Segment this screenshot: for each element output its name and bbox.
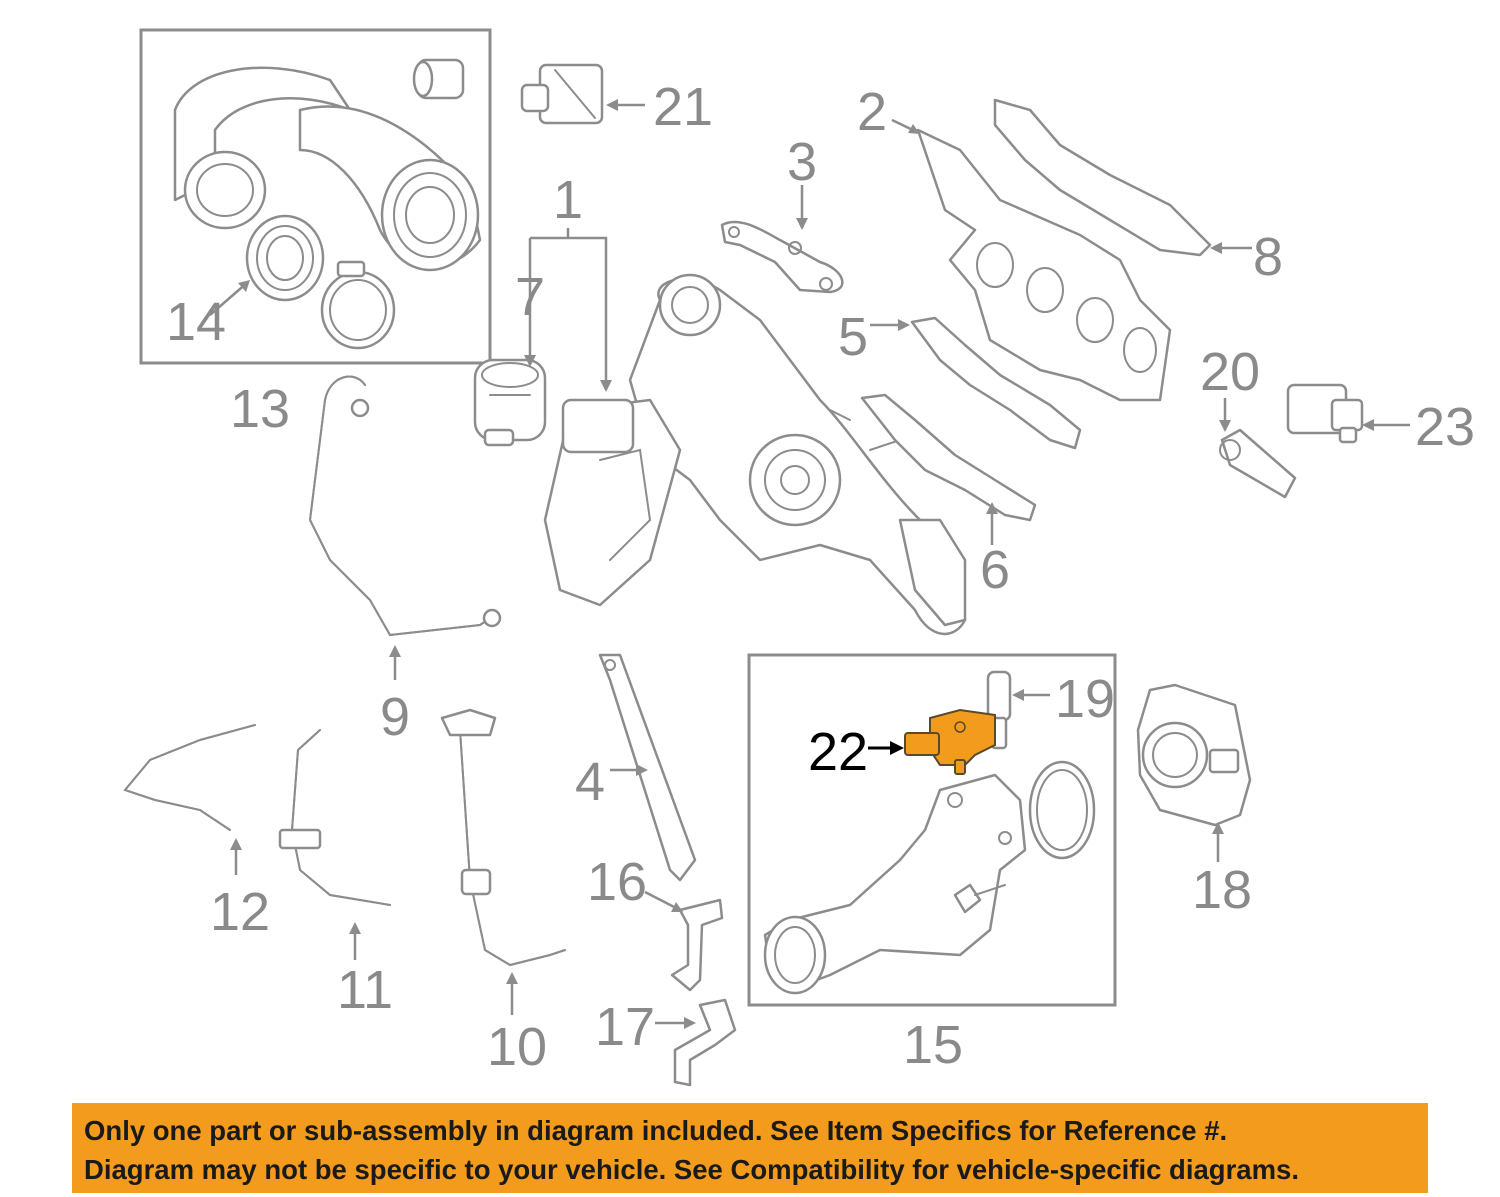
callout-labels: 1 2 3 4 5 6 7 8 9 10 11 12 13 14 15 16 1… xyxy=(166,77,1475,1077)
callout-21: 21 xyxy=(653,77,713,137)
heat-shield-2-part xyxy=(916,128,1172,402)
support-bracket-4-part xyxy=(598,653,697,882)
bolt-part xyxy=(953,883,1006,914)
callout-23: 23 xyxy=(1415,397,1475,457)
group-box-13 xyxy=(139,28,492,365)
callout-7: 7 xyxy=(515,267,545,327)
bracket-17-part xyxy=(673,998,737,1087)
coolant-pipe-11-part xyxy=(278,729,391,906)
turbocharger-part xyxy=(543,273,967,636)
leader-lines xyxy=(209,99,1410,1029)
intake-pipe-15-part xyxy=(763,773,1027,995)
oil-line-9-part xyxy=(308,375,502,637)
callout-1: 1 xyxy=(553,170,583,230)
hose-coupler-part xyxy=(245,214,325,302)
callout-20: 20 xyxy=(1200,342,1260,402)
callout-9: 9 xyxy=(380,687,410,747)
heat-shield-8-part xyxy=(993,98,1212,257)
sensor-20-part xyxy=(1219,428,1297,499)
callout-13: 13 xyxy=(230,379,290,439)
small-sensor-top-part xyxy=(412,58,465,100)
actuator-7-part xyxy=(473,358,547,447)
gasket-5-part xyxy=(910,316,1082,450)
callout-6: 6 xyxy=(980,540,1010,600)
bracket-3-part xyxy=(720,220,844,294)
callout-12: 12 xyxy=(210,882,270,942)
callout-8: 8 xyxy=(1253,227,1283,287)
group-box-15 xyxy=(747,653,1117,1007)
parts-diagram: 1 2 3 4 5 6 7 8 9 10 11 12 13 14 15 16 1… xyxy=(123,28,1475,1087)
callout-3: 3 xyxy=(787,132,817,192)
callout-16: 16 xyxy=(587,852,647,912)
disclaimer-line-1: Only one part or sub-assembly in diagram… xyxy=(84,1115,1228,1146)
callout-10: 10 xyxy=(487,1017,547,1077)
callout-19: 19 xyxy=(1055,669,1115,729)
throttle-body-18-part xyxy=(1136,683,1252,827)
disclaimer-line-2: Diagram may not be specific to your vehi… xyxy=(84,1154,1299,1185)
sensor-21-part xyxy=(520,63,604,125)
callout-11: 11 xyxy=(337,960,393,1020)
coolant-pipe-12-part xyxy=(123,724,256,831)
oil-return-10-part xyxy=(440,708,566,967)
callout-15: 15 xyxy=(903,1015,963,1075)
callout-22: 22 xyxy=(808,722,868,782)
callout-2: 2 xyxy=(857,82,887,142)
bracket-16-part xyxy=(670,898,724,992)
callout-14: 14 xyxy=(166,292,226,352)
callout-4: 4 xyxy=(575,752,605,812)
gasket-6-part xyxy=(860,393,1037,522)
intake-hose-part xyxy=(173,66,482,272)
o-ring-part xyxy=(1028,760,1096,860)
hose-clamp-part xyxy=(320,260,396,350)
callout-5: 5 xyxy=(838,307,868,367)
sensor-22-highlighted-part xyxy=(904,708,996,775)
callout-18: 18 xyxy=(1192,860,1252,920)
disclaimer-banner: Only one part or sub-assembly in diagram… xyxy=(72,1103,1428,1193)
callout-17: 17 xyxy=(595,997,655,1057)
sensor-23-part xyxy=(1286,383,1364,444)
